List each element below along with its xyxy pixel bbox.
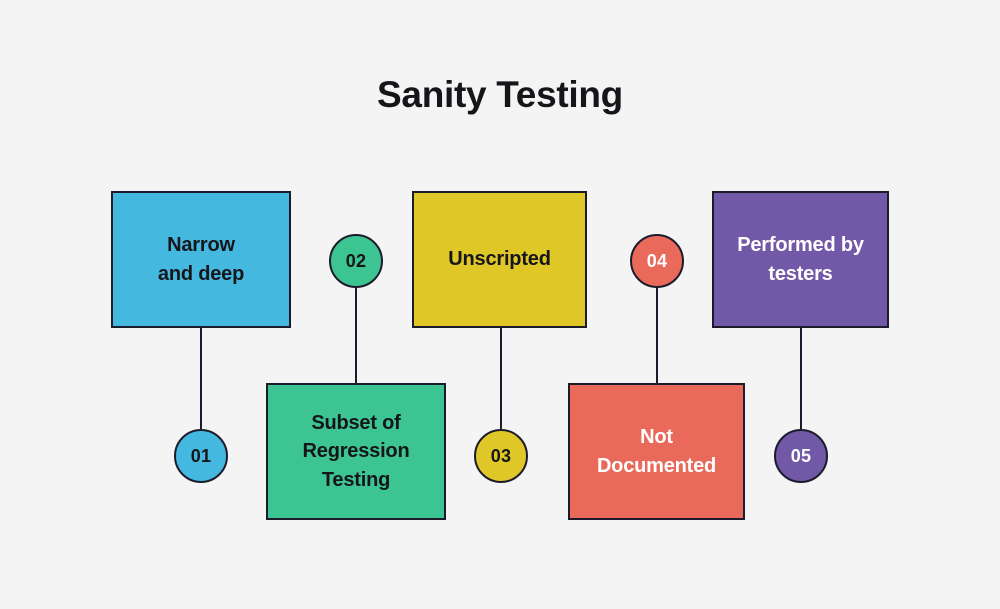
connector-line-05 [800, 328, 802, 429]
node-circle-05[interactable]: 05 [774, 429, 828, 483]
connector-line-03 [500, 328, 502, 429]
node-circle-number: 01 [190, 445, 212, 466]
connector-line-04 [656, 288, 658, 383]
node-box-label: Unscripted [448, 248, 551, 271]
connector-line-02 [355, 288, 357, 383]
node-box-04[interactable]: Not Documented [568, 383, 745, 520]
node-circle-number: 02 [345, 250, 367, 271]
node-box-02[interactable]: Subset of Regression Testing [266, 383, 446, 520]
node-box-label: Performed by testers [737, 234, 864, 285]
node-circle-01[interactable]: 01 [174, 429, 228, 483]
node-box-03[interactable]: Unscripted [412, 191, 587, 328]
node-circle-number: 04 [646, 250, 668, 271]
node-circle-number: 05 [790, 445, 812, 466]
page-title: Sanity Testing [377, 74, 623, 115]
connector-line-01 [200, 328, 202, 429]
node-circle-02[interactable]: 02 [329, 234, 383, 288]
node-box-01[interactable]: Narrow and deep [111, 191, 291, 328]
node-box-05[interactable]: Performed by testers [712, 191, 889, 328]
node-box-label: Subset of Regression Testing [302, 411, 410, 491]
node-circle-number: 03 [490, 445, 512, 466]
node-box-label: Narrow and deep [157, 234, 245, 285]
node-circle-03[interactable]: 03 [474, 429, 528, 483]
node-circle-04[interactable]: 04 [630, 234, 684, 288]
node-box-label: Not Documented [596, 426, 717, 477]
